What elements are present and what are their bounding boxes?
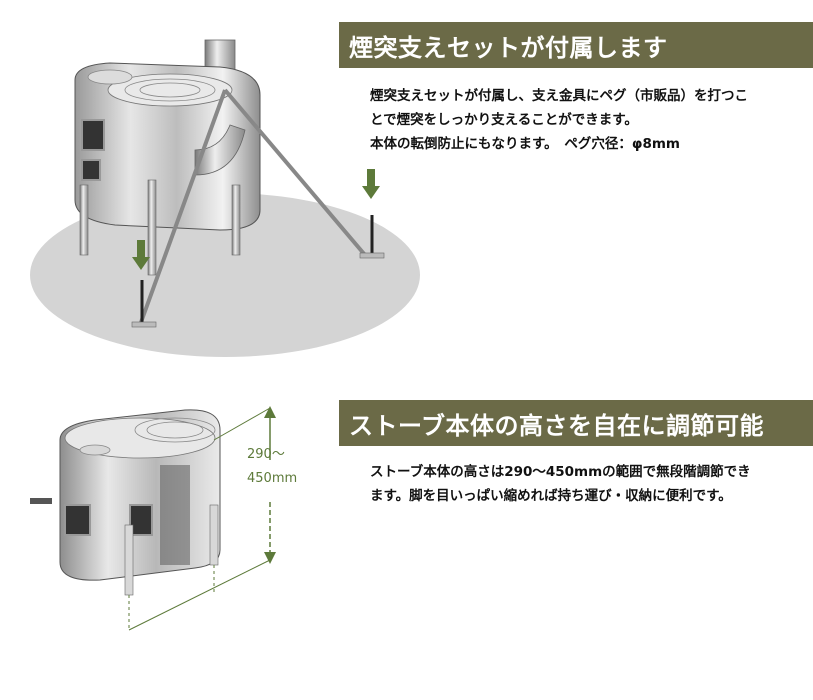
stove-with-chimney-support-illustration: [30, 39, 420, 357]
green-arrow-down-icon: [362, 169, 380, 199]
arrow-down-icon: [264, 552, 276, 564]
chimney-support-description: 煙突支えセットが付属し、支え金具にペグ（市販品）を打つこ とで煙突をしっかり支え…: [370, 84, 800, 156]
description-line: 煙突支えセットが付属し、支え金具にペグ（市販品）を打つこ: [370, 88, 748, 104]
description-line: 本体の転倒防止にもなります。 ペグ穴径：φ8mm: [370, 136, 680, 152]
green-arrow-down-icon: [132, 240, 150, 270]
height-range-label: 290～ 450mm: [247, 443, 297, 491]
ground-shadow: [30, 193, 420, 357]
description-line: ます。脚を目いっぱい縮めれば持ち運び・収納に便利です。: [370, 488, 732, 504]
stove-body: [74, 62, 261, 231]
section-title-chimney-support: 煙突支えセットが付属します: [339, 22, 813, 68]
description-line: とで煙突をしっかり支えることができます。: [370, 112, 638, 128]
height-min-label: 290～: [247, 447, 285, 462]
height-adjust-description: ストーブ本体の高さは290～450mmの範囲で無段階調節でき ます。脚を目いっぱ…: [370, 460, 800, 508]
support-rod-left: [138, 89, 227, 326]
arrow-up-icon: [264, 406, 276, 418]
stove-height-adjust-illustration: [30, 406, 276, 631]
support-rod-right: [223, 88, 367, 257]
description-line: ストーブ本体の高さは290～450mmの範囲で無段階調節でき: [370, 464, 751, 480]
section-chimney-support: 煙突支えセットが付属します 煙突支えセットが付属し、支え金具にペグ（市販品）を打…: [30, 22, 813, 357]
section-height-adjust: 290～ 450mm ストーブ本体の高さを自在に調節可能 ストーブ本体の高さは2…: [0, 370, 813, 700]
height-max-label: 450mm: [247, 471, 298, 486]
section-title-height-adjust: ストーブ本体の高さを自在に調節可能: [339, 400, 813, 446]
